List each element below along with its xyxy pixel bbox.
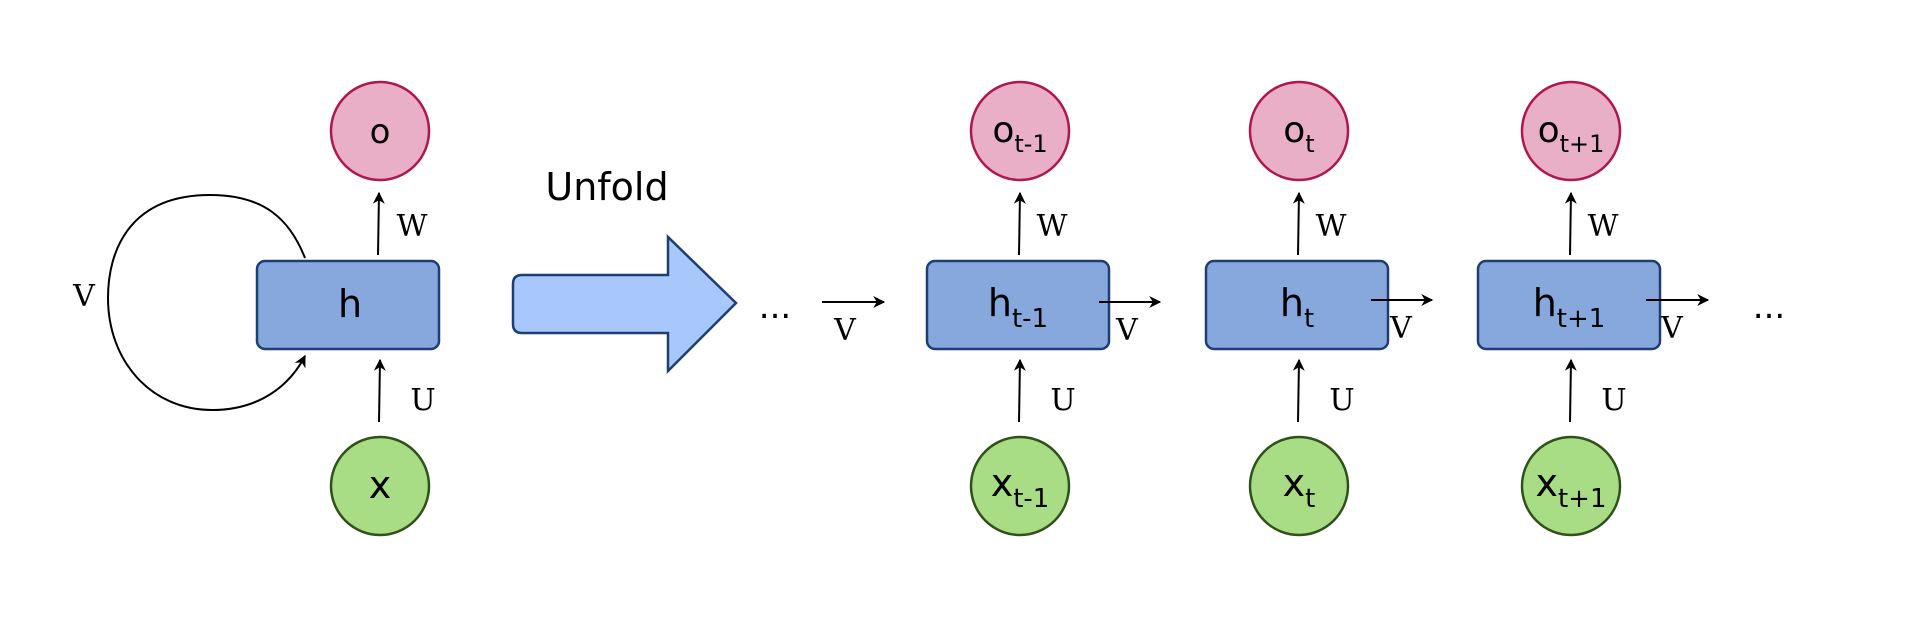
output-node-t-1 xyxy=(969,80,1071,182)
hidden-label-t+1: ht+1 xyxy=(1533,281,1606,334)
unfold-label: Unfold xyxy=(545,165,668,209)
input-node-t xyxy=(1248,435,1350,537)
u-label-t: U xyxy=(1329,383,1354,418)
hidden-node-t-1 xyxy=(925,259,1111,351)
w-label-t+1: W xyxy=(1588,209,1619,244)
input-node xyxy=(329,435,431,537)
w-arrow-t-1 xyxy=(1013,191,1026,256)
hidden-node-t+1 xyxy=(1476,259,1662,351)
u-arrow-t-1 xyxy=(1013,358,1026,423)
u-label-t+1: U xyxy=(1601,383,1626,418)
v-label-3: V xyxy=(1660,311,1684,346)
left-ellipsis: ... xyxy=(759,287,791,327)
u-arrow xyxy=(373,358,386,423)
output-label-t: ot xyxy=(1283,110,1314,158)
u-label-t-1: U xyxy=(1050,383,1075,418)
w-arrow-t+1 xyxy=(1564,191,1577,256)
unfold-transition: Unfold xyxy=(511,165,738,375)
right-ellipsis: ... xyxy=(1753,287,1785,327)
output-label-t+1: ot+1 xyxy=(1538,110,1605,158)
output-label: o xyxy=(370,112,391,152)
unfold-arrow-shape xyxy=(511,234,738,375)
u-arrow-t xyxy=(1292,358,1305,423)
w-label: W xyxy=(397,209,428,244)
hidden-label: h xyxy=(338,282,362,326)
input-label-t-1: xt-1 xyxy=(991,461,1050,514)
v-label-1: V xyxy=(1115,313,1139,348)
w-arrow xyxy=(372,191,385,256)
w-label-t: W xyxy=(1316,209,1347,244)
output-node-t xyxy=(1248,80,1350,182)
loop-v-label: V xyxy=(72,279,96,314)
hidden-node xyxy=(255,259,441,351)
input-label: x xyxy=(369,463,392,507)
v-label-2: V xyxy=(1389,311,1413,346)
input-label-t+1: xt+1 xyxy=(1535,461,1606,514)
v-label-0: V xyxy=(833,313,857,348)
u-arrow-t+1 xyxy=(1564,358,1577,423)
recurrent-loop-arrow xyxy=(106,193,306,412)
w-arrow-t xyxy=(1292,191,1305,256)
hidden-label-t-1: ht-1 xyxy=(988,281,1048,334)
folded-rnn: V o W h U x xyxy=(72,80,441,537)
input-label-t: xt xyxy=(1283,461,1316,514)
hidden-label-t: ht xyxy=(1280,281,1314,334)
output-node-t+1 xyxy=(1520,80,1622,182)
output-label-t-1: ot-1 xyxy=(992,110,1047,158)
output-node xyxy=(329,80,431,182)
w-label-t-1: W xyxy=(1037,209,1068,244)
u-label: U xyxy=(410,383,435,418)
input-node-t-1 xyxy=(969,435,1071,537)
input-node-t+1 xyxy=(1520,435,1622,537)
hidden-node-t xyxy=(1204,259,1390,351)
